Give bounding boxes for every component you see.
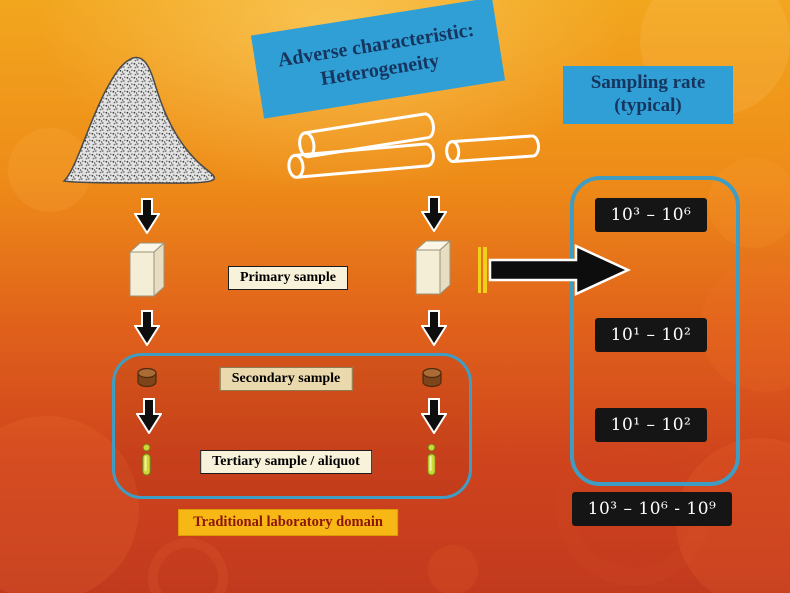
primary-sample-label-text: Primary sample [239, 270, 337, 285]
primary-sample-label: Primary sample [227, 266, 349, 290]
sampling-rate-primary-value: 10³ – 10⁶ [610, 205, 692, 225]
sampling-rate-tertiary-value: 10¹ – 10² [610, 415, 692, 435]
secondary-sample-icon [422, 367, 442, 388]
down-arrow-icon [136, 398, 162, 434]
tertiary-sample-label-text: Tertiary sample / aliquot [212, 454, 360, 469]
sampling-rate-total-value: 10³ – 10⁶ - 10⁹ [587, 499, 717, 519]
sampling-rate-header: Sampling rate (typical) [563, 66, 733, 124]
sampling-rate-total: 10³ – 10⁶ - 10⁹ [572, 492, 732, 526]
down-arrow-icon [421, 398, 447, 434]
granular-pile-icon [62, 56, 215, 184]
sampling-rate-panel [570, 176, 740, 486]
core-cylinders-icon [287, 112, 540, 179]
sampling-rate-header-line2: (typical) [614, 95, 682, 116]
primary-sample-box-icon [128, 241, 166, 298]
traditional-laboratory-domain-text: Traditional laboratory domain [193, 514, 383, 530]
decor-bokeh-circle [148, 538, 228, 593]
adverse-characteristic-banner: Adverse characteristic: Heterogeneity [250, 0, 506, 119]
down-arrow-icon [421, 196, 447, 232]
tertiary-vial-icon [142, 443, 151, 476]
sampling-rate-header-line1: Sampling rate [590, 72, 706, 94]
decor-bokeh-circle [428, 545, 478, 593]
down-arrow-icon [134, 310, 160, 346]
tertiary-vial-icon [427, 443, 436, 476]
traditional-laboratory-domain-label: Traditional laboratory domain [178, 509, 398, 536]
down-arrow-icon [421, 310, 447, 346]
sampling-rate-secondary: 10¹ – 10² [595, 318, 707, 352]
secondary-sample-label: Secondary sample [219, 367, 353, 391]
flow-right-arrow-icon [478, 244, 631, 296]
sampling-rate-primary: 10³ – 10⁶ [595, 198, 707, 232]
sampling-rate-tertiary: 10¹ – 10² [595, 408, 707, 442]
sampling-rate-secondary-value: 10¹ – 10² [610, 325, 692, 345]
tertiary-sample-label: Tertiary sample / aliquot [200, 450, 372, 474]
primary-sample-box-icon [414, 239, 452, 296]
secondary-sample-label-text: Secondary sample [231, 371, 341, 386]
down-arrow-icon [134, 198, 160, 234]
secondary-sample-icon [137, 367, 157, 388]
